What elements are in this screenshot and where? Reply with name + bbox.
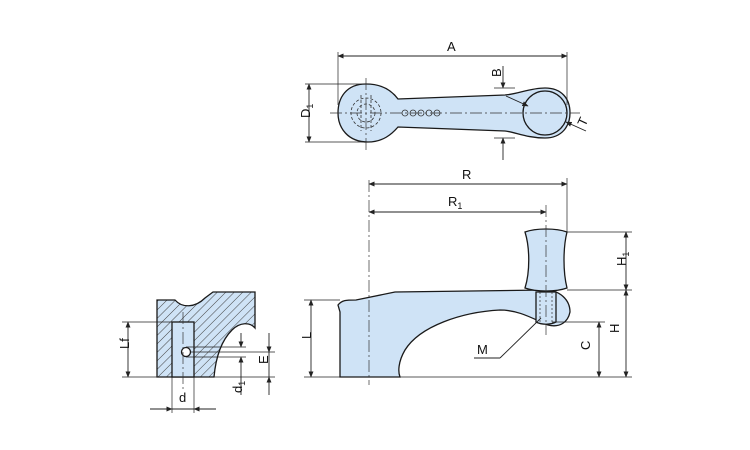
dim-r-label: R <box>462 167 471 182</box>
dim-lf-label: Lf <box>117 338 132 349</box>
dim-d1s-label: d1 <box>230 381 247 393</box>
dim-h-label: H <box>607 324 622 333</box>
top-view: A B D1 T <box>298 39 591 160</box>
dim-m-leader <box>499 317 542 359</box>
dim-r1-label: R1 <box>448 194 462 211</box>
dim-l-label: L <box>299 332 314 339</box>
front-view-arm <box>337 289 571 378</box>
dim-t-line <box>565 121 587 132</box>
dim-h1-label: H1 <box>614 252 631 266</box>
dim-b-label: B <box>489 68 504 77</box>
front-view: R R1 H1 H C L M <box>299 167 632 385</box>
section-view: Lf d d1 E <box>117 291 275 413</box>
dim-a-label: A <box>447 39 456 54</box>
dim-d1-label: D1 <box>298 104 315 118</box>
dim-t-line <box>505 95 529 107</box>
dim-c-label: C <box>578 341 593 350</box>
dim-e-label: E <box>256 355 271 364</box>
screw-threads <box>539 292 553 322</box>
dim-d-label: d <box>179 390 186 405</box>
dim-m-label: M <box>477 342 488 357</box>
